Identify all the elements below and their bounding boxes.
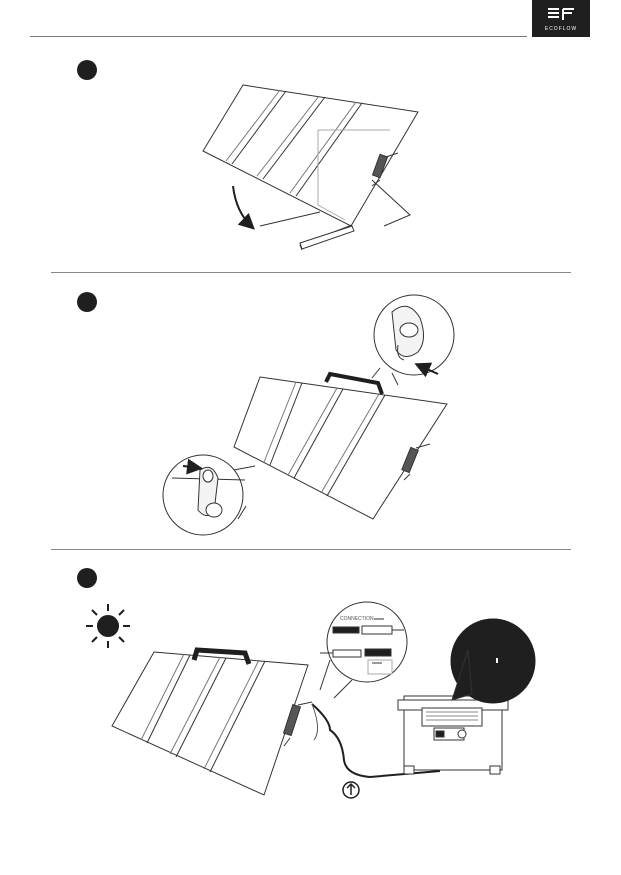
callout-connection xyxy=(326,601,408,683)
rotate-arrow-icon xyxy=(232,185,255,230)
ecoflow-logo: ECOFLOW xyxy=(532,0,590,37)
step-2-marker xyxy=(77,292,97,312)
arrow-up-circle-icon xyxy=(342,781,360,799)
sun-icon xyxy=(86,604,130,648)
connection-label: CONNECTION xyxy=(340,616,374,622)
step-3-marker xyxy=(77,568,97,588)
solar-panel-step3 xyxy=(111,651,309,796)
push-arrow-icon xyxy=(414,362,439,378)
step-2-illustration xyxy=(162,294,455,536)
header-rule xyxy=(30,36,527,37)
logo-text: ECOFLOW xyxy=(544,26,578,32)
step-3-illustration: CONNECTION xyxy=(111,601,536,796)
step-1-illustration xyxy=(202,84,419,251)
push-arrow-icon xyxy=(182,458,203,475)
section-divider-2 xyxy=(51,549,571,550)
step-1-marker xyxy=(77,60,97,80)
section-divider-1 xyxy=(51,272,571,273)
ecoflow-logo-icon xyxy=(548,8,574,20)
callout-display-zoom xyxy=(450,618,536,704)
solar-panel-step2 xyxy=(233,376,448,520)
solar-panel-step1 xyxy=(202,84,419,227)
